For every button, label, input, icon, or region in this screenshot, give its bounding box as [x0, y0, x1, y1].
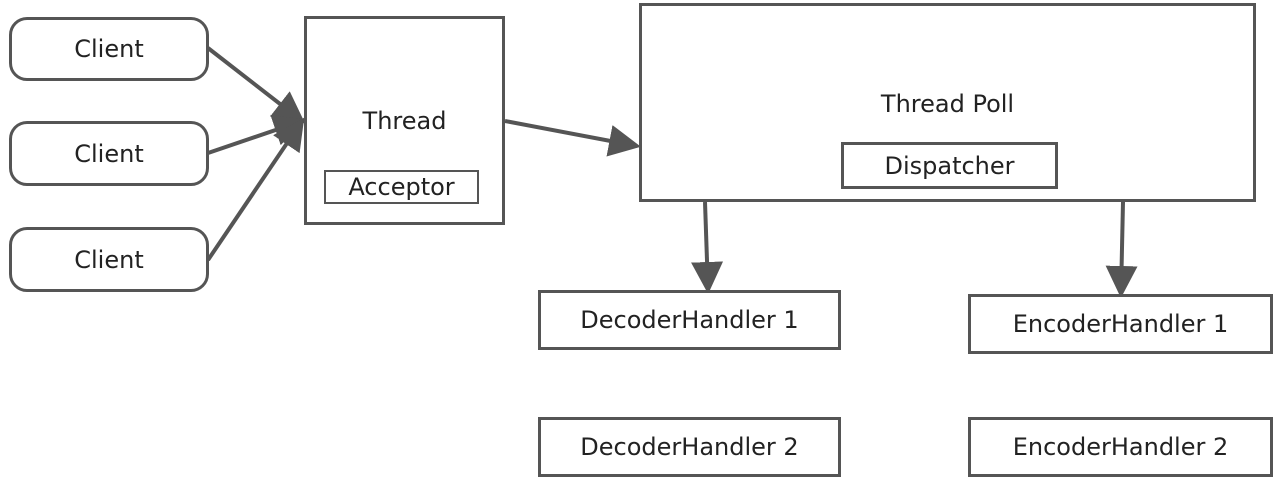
client-box-2: Client — [9, 121, 209, 186]
thread-label: Thread — [362, 107, 447, 135]
decoder-handler-2-label: DecoderHandler 2 — [580, 433, 799, 461]
acceptor-box: Acceptor — [324, 170, 479, 204]
decoder-handler-2-box: DecoderHandler 2 — [538, 417, 841, 477]
client-label: Client — [74, 139, 144, 168]
pool-to-decoder-arrow — [691, 201, 724, 294]
client-3-to-thread-arrow — [206, 117, 305, 262]
thread-pool-label: Thread Poll — [880, 90, 1015, 118]
encoder-handler-2-label: EncoderHandler 2 — [1012, 433, 1229, 461]
client-box-3: Client — [9, 227, 209, 292]
client-1-to-thread-arrow — [206, 46, 306, 124]
client-2-to-thread-arrow — [207, 114, 306, 155]
thread-to-pool-arrow — [504, 119, 641, 157]
thread-box: Thread Acceptor — [304, 16, 505, 225]
dispatcher-box: Dispatcher — [841, 142, 1058, 189]
dispatcher-label: Dispatcher — [884, 151, 1015, 180]
client-box-1: Client — [9, 17, 209, 81]
pool-to-encoder-arrow — [1105, 201, 1138, 298]
client-label: Client — [74, 245, 144, 274]
decoder-handler-1-box: DecoderHandler 1 — [538, 290, 841, 350]
decoder-handler-1-label: DecoderHandler 1 — [580, 306, 799, 334]
encoder-handler-1-box: EncoderHandler 1 — [968, 294, 1273, 354]
client-label: Client — [74, 35, 144, 63]
encoder-handler-1-label: EncoderHandler 1 — [1012, 310, 1229, 338]
thread-pool-box: Thread Poll Dispatcher — [639, 3, 1256, 202]
encoder-handler-2-box: EncoderHandler 2 — [968, 417, 1273, 477]
acceptor-label: Acceptor — [348, 173, 455, 201]
